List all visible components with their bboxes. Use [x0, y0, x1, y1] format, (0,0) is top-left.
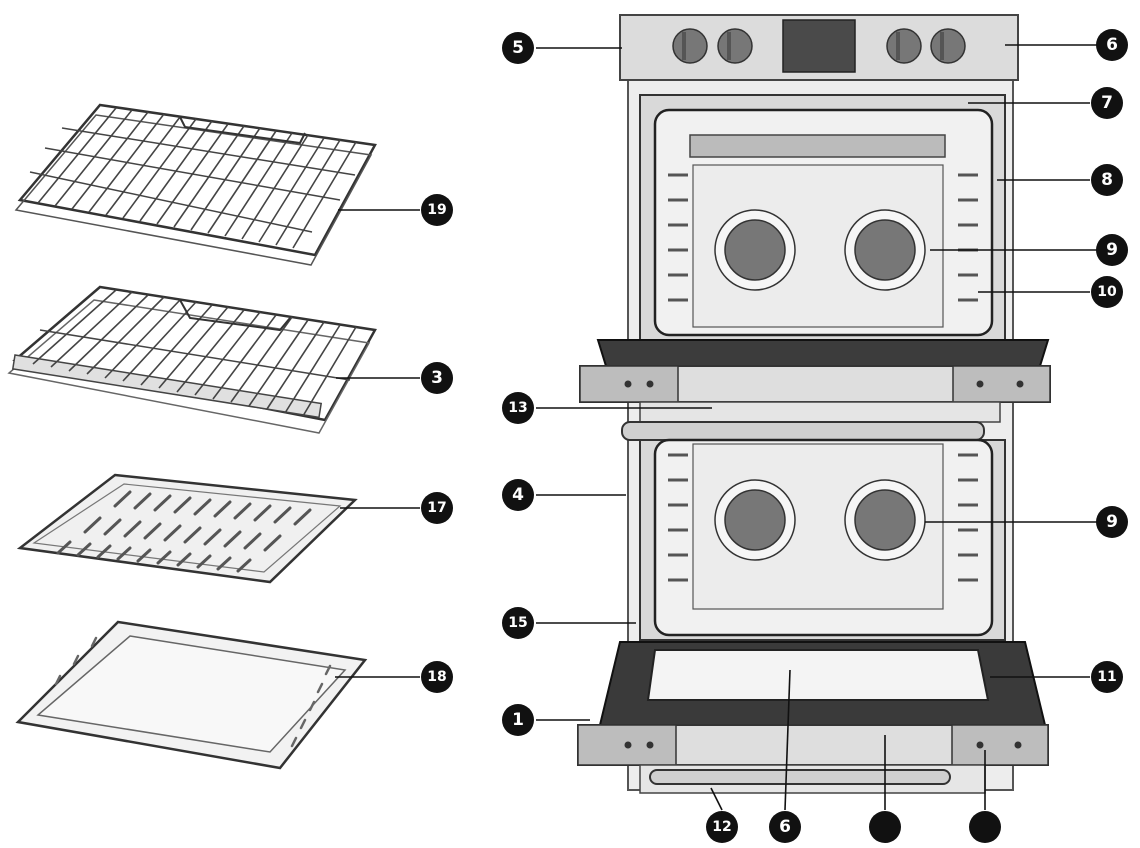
svg-text:6: 6	[779, 817, 791, 837]
leader-lines	[335, 44, 1097, 811]
control-knob	[672, 28, 966, 64]
callout-3: 3	[421, 362, 453, 394]
wire-rack	[14, 103, 377, 266]
svg-text:10: 10	[1097, 284, 1117, 300]
svg-text:12: 12	[712, 819, 731, 835]
callout-11: 11	[1091, 661, 1123, 693]
baking-tray	[15, 620, 368, 770]
convection-fan	[714, 209, 926, 291]
callout-6-lower: 6	[769, 811, 801, 843]
svg-text:15: 15	[508, 615, 527, 631]
callout-12: 12	[706, 811, 738, 843]
svg-text:8: 8	[1101, 170, 1113, 190]
control-panel	[619, 14, 1019, 81]
callout-17: 17	[421, 492, 453, 524]
callout-19: 19	[421, 194, 453, 226]
perforated-pan	[16, 473, 358, 584]
callout-9-upper: 9	[1096, 234, 1128, 266]
callout-9-lower: 9	[1096, 506, 1128, 538]
lower-oven-cavity	[639, 438, 1006, 641]
callout-13: 13	[502, 392, 534, 424]
svg-text:1: 1	[512, 710, 524, 730]
svg-text:4: 4	[512, 485, 524, 505]
callout-7: 7	[1091, 87, 1123, 119]
svg-text:13: 13	[508, 400, 527, 416]
upper-oven-door	[579, 339, 1051, 441]
callout-18: 18	[421, 661, 453, 693]
callout-blank-2	[969, 811, 1001, 843]
callout-4: 4	[502, 479, 534, 511]
telescopic-rack	[7, 285, 377, 434]
lower-oven-door	[577, 641, 1049, 794]
callout-blank-1	[869, 811, 901, 843]
svg-text:7: 7	[1101, 93, 1113, 113]
callout-1: 1	[502, 704, 534, 736]
convection-fan	[714, 479, 926, 561]
double-wall-oven	[577, 14, 1051, 794]
svg-text:5: 5	[512, 38, 524, 58]
svg-text:19: 19	[427, 202, 446, 218]
svg-text:9: 9	[1106, 240, 1118, 260]
callout-10: 10	[1091, 276, 1123, 308]
svg-text:17: 17	[427, 500, 446, 516]
callout-6: 6	[1096, 29, 1128, 61]
upper-oven-cavity	[639, 94, 1006, 341]
svg-text:3: 3	[431, 368, 443, 388]
svg-text:9: 9	[1106, 512, 1118, 532]
svg-text:6: 6	[1106, 35, 1118, 55]
svg-text:18: 18	[427, 669, 446, 685]
callout-5: 5	[502, 32, 534, 64]
callout-15: 15	[502, 607, 534, 639]
callout-8: 8	[1091, 164, 1123, 196]
svg-text:11: 11	[1097, 669, 1116, 685]
